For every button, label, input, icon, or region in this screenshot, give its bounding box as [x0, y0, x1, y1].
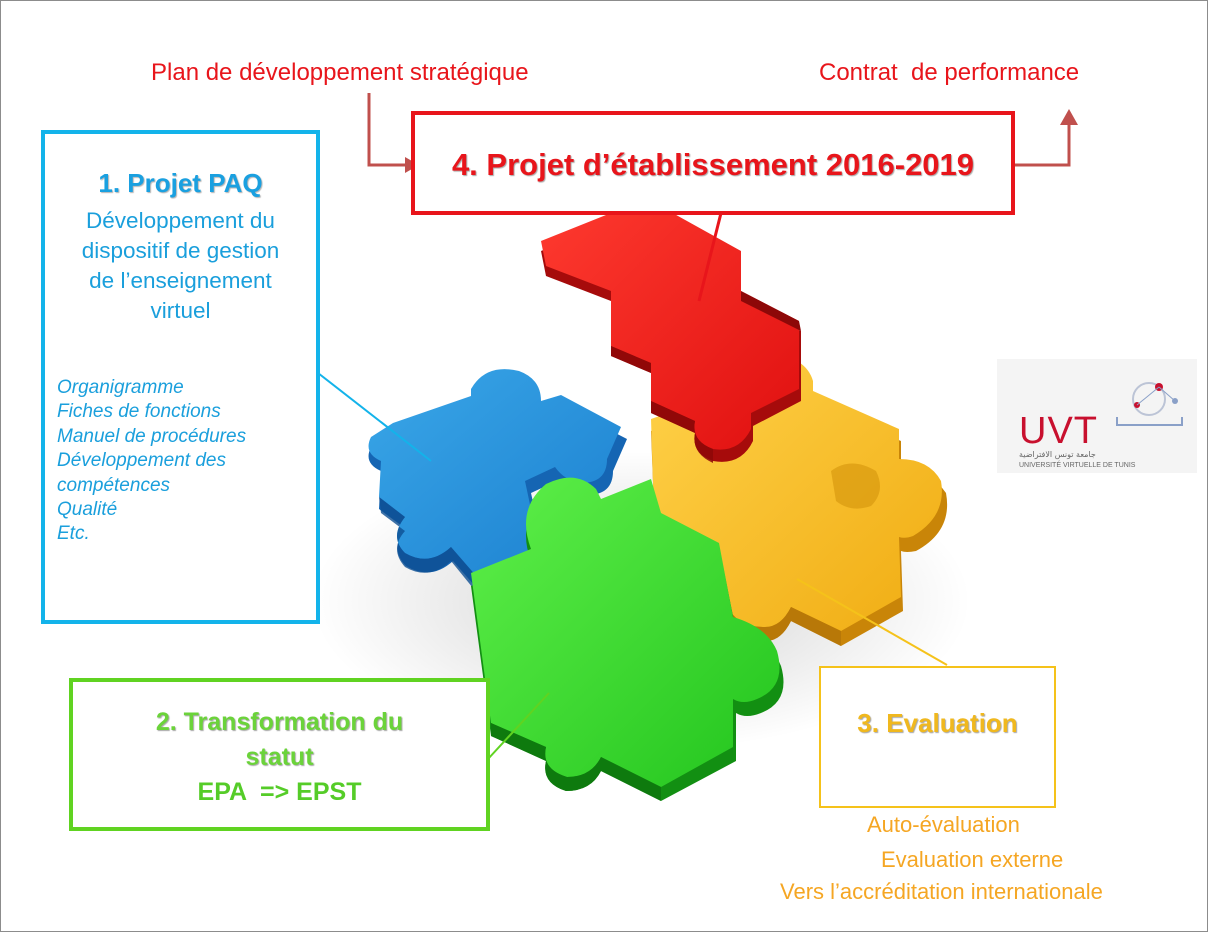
uvt-logo-graphic: UVT جامعة تونس الافتراضية UNIVERSITÉ VIR…	[997, 359, 1197, 473]
box-projet-paq-list: Organigramme Fiches de fonctions Manuel …	[57, 376, 246, 547]
box-transformation-title-line1: 2. Transformation du	[155, 708, 404, 736]
red-puzzle-piece	[541, 188, 801, 463]
list-item: Développement des	[57, 450, 226, 472]
evaluation-item: Evaluation externe	[881, 847, 1064, 872]
blue-connector-line	[317, 372, 432, 462]
description-line: dispositif de gestion	[81, 238, 280, 263]
evaluation-item: Vers l’accréditation internationale	[780, 879, 1103, 904]
uvt-logo: UVT جامعة تونس الافتراضية UNIVERSITÉ VIR…	[997, 359, 1197, 473]
uvt-logo-arabic: جامعة تونس الافتراضية	[1019, 450, 1096, 459]
red-connector-line	[697, 212, 723, 302]
blue-puzzle-piece	[368, 369, 627, 593]
description-line: de l’enseignement	[89, 268, 272, 293]
box-projet-paq-description: Développement du dispositif de gestion d…	[45, 206, 316, 326]
contrat-arrow	[1015, 125, 1071, 167]
box-transformation-subtitle: EPA => EPST	[197, 778, 362, 806]
box-projet-etablissement-title: 4. Projet d’établissement 2016-2019	[451, 147, 975, 182]
yellow-connector-line	[796, 578, 948, 666]
list-item: Fiches de fonctions	[57, 401, 221, 423]
list-item: Organigramme	[57, 377, 184, 398]
box-projet-paq: 1. Projet PAQ Développement du dispositi…	[41, 130, 320, 624]
box-evaluation-title: 3. Evaluation	[857, 708, 1018, 738]
uvt-logo-text: UVT	[1019, 410, 1098, 452]
uvt-logo-subtitle: UNIVERSITÉ VIRTUELLE DE TUNIS	[1019, 460, 1136, 469]
green-puzzle-piece	[471, 477, 784, 801]
box-transformation-statut: 2. Transformation du statut EPA => EPST	[69, 678, 490, 831]
description-line: virtuel	[150, 298, 211, 323]
box-projet-etablissement: 4. Projet d’établissement 2016-2019	[411, 111, 1015, 215]
list-item: Qualité	[57, 499, 118, 521]
plan-strategique-label: Plan de développement stratégique	[151, 59, 529, 86]
contrat-performance-label: Contrat de performance	[819, 59, 1080, 86]
contrat-arrow-head	[1060, 109, 1078, 125]
plan-arrow	[367, 93, 405, 167]
logo-node-icon	[1132, 382, 1166, 416]
box-projet-paq-title: 1. Projet PAQ	[98, 168, 263, 198]
evaluation-item: Auto-évaluation	[867, 812, 1020, 837]
list-item: Manuel de procédures	[57, 425, 247, 447]
list-item: Etc.	[57, 523, 90, 545]
description-line: Développement du	[86, 208, 275, 233]
list-item: compétences	[57, 474, 171, 496]
green-connector-line	[487, 692, 550, 760]
box-evaluation: 3. Evaluation	[819, 666, 1056, 808]
box-transformation-title-line2: statut	[245, 743, 314, 771]
